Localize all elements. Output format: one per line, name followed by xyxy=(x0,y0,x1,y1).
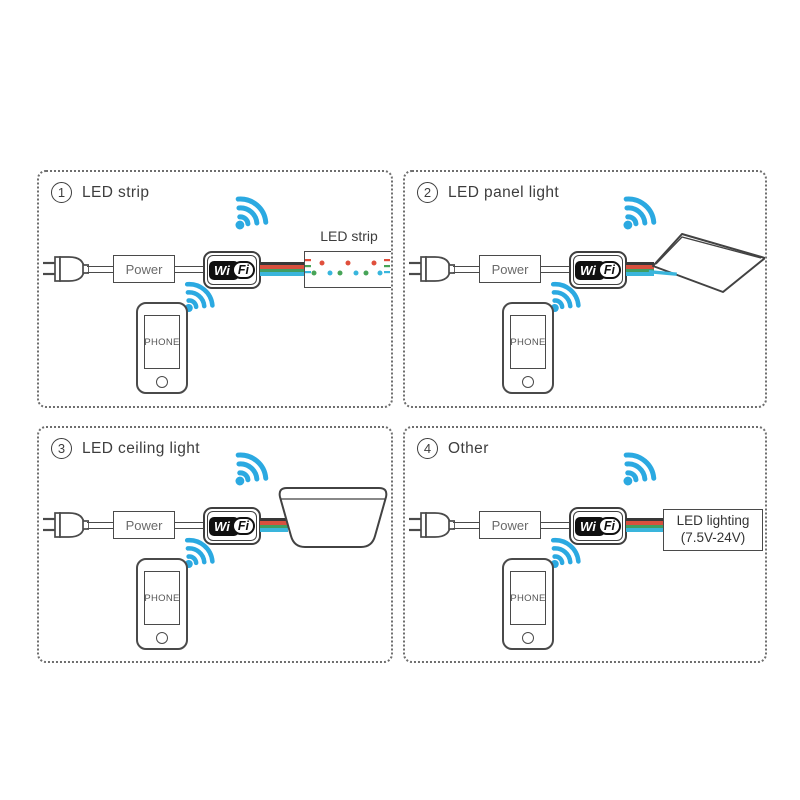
panel-header: 1 LED strip xyxy=(51,182,149,203)
power-supply-box: Power xyxy=(113,255,175,283)
power-plug-icon xyxy=(43,256,89,282)
power-cord xyxy=(541,522,569,529)
phone-label: PHONE xyxy=(510,336,546,348)
power-plug-icon xyxy=(409,512,455,538)
circled-number: 3 xyxy=(51,438,72,459)
wifi-signal-icon xyxy=(177,276,219,318)
power-label: Power xyxy=(491,517,529,533)
led-panel-light-graphic xyxy=(648,233,765,293)
panel-led-strip: 1 LED strip Power Wi Fi LED strip xyxy=(37,170,393,408)
power-cord xyxy=(87,522,113,529)
panel-title: Other xyxy=(448,439,489,457)
rgb-wire-ribbon xyxy=(260,262,304,276)
led-strip-leds xyxy=(305,259,390,276)
wifi-logo: Wi Fi xyxy=(575,260,621,280)
wifi-signal-icon xyxy=(543,532,585,574)
phone-home-button xyxy=(522,376,534,388)
wifi-signal-icon xyxy=(227,190,273,236)
wifi-signal-icon xyxy=(615,190,661,236)
power-cord xyxy=(175,522,203,529)
power-plug-icon xyxy=(409,256,455,282)
rgb-wire-ribbon xyxy=(260,518,288,532)
rgb-wire-ribbon xyxy=(626,262,654,276)
power-supply-box: Power xyxy=(479,255,541,283)
phone-screen: PHONE xyxy=(144,315,180,369)
device-label-line1: LED lighting xyxy=(676,513,750,529)
power-cord xyxy=(453,522,479,529)
phone-screen: PHONE xyxy=(510,571,546,625)
phone-screen: PHONE xyxy=(144,571,180,625)
panel-title: LED panel light xyxy=(448,183,560,201)
wifi-logo: Wi Fi xyxy=(575,516,621,536)
panel-header: 4 Other xyxy=(417,438,489,459)
wifi-controller-face: Wi Fi xyxy=(573,511,623,541)
phone-label: PHONE xyxy=(144,592,180,604)
wifi-controller: Wi Fi xyxy=(203,251,261,289)
panel-title: LED strip xyxy=(82,183,150,201)
power-cord xyxy=(541,266,569,273)
phone-home-button xyxy=(156,632,168,644)
phone-home-button xyxy=(156,376,168,388)
power-label: Power xyxy=(491,261,529,277)
wifi-logo: Wi Fi xyxy=(209,260,255,280)
wifi-logo: Wi Fi xyxy=(209,516,255,536)
panel-led-ceiling-light: 3 LED ceiling light Power Wi Fi xyxy=(37,426,393,663)
circled-number: 2 xyxy=(417,182,438,203)
wifi-logo-wi: Wi xyxy=(209,516,239,536)
wifi-controller-face: Wi Fi xyxy=(207,255,257,285)
wifi-logo-fi: Fi xyxy=(231,516,255,536)
power-supply-box: Power xyxy=(113,511,175,539)
circled-number: 4 xyxy=(417,438,438,459)
panel-header: 3 LED ceiling light xyxy=(51,438,200,459)
panel-title: LED ceiling light xyxy=(82,439,200,457)
wifi-logo-wi: Wi xyxy=(575,260,605,280)
power-label: Power xyxy=(125,261,163,277)
power-cord xyxy=(175,266,203,273)
wifi-controller-face: Wi Fi xyxy=(573,255,623,285)
smartphone: PHONE xyxy=(136,558,188,650)
smartphone: PHONE xyxy=(502,558,554,650)
phone-label: PHONE xyxy=(510,592,546,604)
phone-home-button xyxy=(522,632,534,644)
smartphone: PHONE xyxy=(502,302,554,394)
device-label: LED strip xyxy=(320,228,378,244)
panel-header: 2 LED panel light xyxy=(417,182,559,203)
wifi-logo-wi: Wi xyxy=(209,260,239,280)
circled-number: 1 xyxy=(51,182,72,203)
phone-screen: PHONE xyxy=(510,315,546,369)
power-cord xyxy=(453,266,479,273)
panel-led-panel-light: 2 LED panel light Power Wi Fi xyxy=(403,170,767,408)
wifi-signal-icon xyxy=(227,446,273,492)
wifi-logo-fi: Fi xyxy=(597,260,621,280)
wifi-logo-fi: Fi xyxy=(597,516,621,536)
power-cord xyxy=(87,266,113,273)
wifi-logo-wi: Wi xyxy=(575,516,605,536)
phone-label: PHONE xyxy=(144,336,180,348)
device-label-line2: (7.5V-24V) xyxy=(680,530,746,545)
panel-other: 4 Other Power Wi Fi LED lighting (7. xyxy=(403,426,767,663)
led-lighting-box: LED lighting (7.5V-24V) xyxy=(663,509,763,551)
rgb-wire-ribbon xyxy=(626,518,663,532)
power-label: Power xyxy=(125,517,163,533)
power-plug-icon xyxy=(43,512,89,538)
led-strip-graphic xyxy=(304,251,391,288)
led-ceiling-light-graphic xyxy=(278,487,388,548)
wifi-controller: Wi Fi xyxy=(203,507,261,545)
wifi-signal-icon xyxy=(615,446,661,492)
wifi-logo-fi: Fi xyxy=(231,260,255,280)
smartphone: PHONE xyxy=(136,302,188,394)
power-supply-box: Power xyxy=(479,511,541,539)
wifi-controller-face: Wi Fi xyxy=(207,511,257,541)
